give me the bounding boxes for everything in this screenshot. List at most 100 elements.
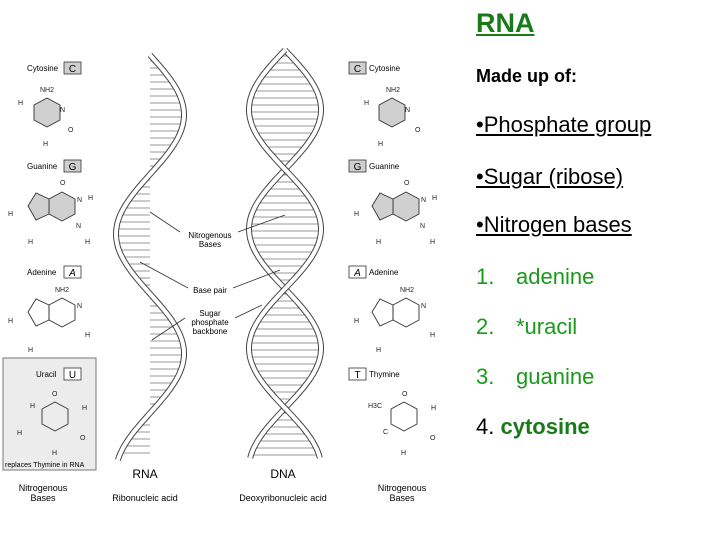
rna-backbone-strand-inner xyxy=(113,53,187,461)
atom-h: H xyxy=(376,347,381,354)
rna-dna-diagram: Cytosine C Guanine G Adenine A Uracil U … xyxy=(2,47,437,503)
atom-o: O xyxy=(415,127,421,134)
atom-h: H xyxy=(376,239,381,246)
atom-nh2: NH2 xyxy=(400,287,414,294)
atom-h: H xyxy=(52,450,57,457)
right-guanine-ring6 xyxy=(392,191,420,222)
atom-labels: NH2 H N O H O N H H N H H NH2 N H H H O … xyxy=(8,87,437,457)
atom-o: O xyxy=(60,180,66,187)
list-text: guanine xyxy=(516,364,595,389)
rna-notes-panel: RNA Made up of: •Phosphate group •Sugar … xyxy=(476,0,720,540)
rna-helix xyxy=(112,52,188,461)
bottom-rna-label: RNA xyxy=(132,467,157,481)
left-base-letter-g: G xyxy=(69,162,77,173)
bottom-rna-sublabel: Ribonucleic acid xyxy=(112,493,178,503)
atom-n: N xyxy=(60,107,65,114)
atom-h: H xyxy=(88,195,93,202)
left-guanine-ring6 xyxy=(48,191,76,222)
atom-n: N xyxy=(420,223,425,230)
atom-n: N xyxy=(76,223,81,230)
left-base-box-a xyxy=(63,265,82,279)
bullet-sugar: •Sugar (ribose) xyxy=(476,164,624,189)
atom-n: N xyxy=(421,303,426,310)
atom-h: H xyxy=(364,100,369,107)
list-number: 4. xyxy=(476,414,495,439)
right-base-name-guanine: Guanine xyxy=(369,162,400,171)
left-adenine-ring5 xyxy=(27,298,50,327)
atom-nh2: NH2 xyxy=(40,87,54,94)
atom-h: H xyxy=(85,332,90,339)
atom-nh2: NH2 xyxy=(386,87,400,94)
bottom-left-bases-line2: Bases xyxy=(30,493,56,503)
right-base-letter-c: C xyxy=(354,64,361,75)
list-text: cytosine xyxy=(500,414,590,439)
atom-h: H xyxy=(430,332,435,339)
left-base-letter-a: A xyxy=(68,268,76,279)
atom-n: N xyxy=(77,197,82,204)
atom-o: O xyxy=(404,180,410,187)
atom-h: H xyxy=(430,239,435,246)
right-base-name-thymine: Thymine xyxy=(369,370,400,379)
rna-backbone-strand xyxy=(112,52,188,461)
right-base-letter-g: G xyxy=(354,162,362,173)
callout-lines xyxy=(139,211,286,341)
left-base-name-cytosine: Cytosine xyxy=(27,64,59,73)
dna-helix xyxy=(245,47,325,459)
atom-n: N xyxy=(421,197,426,204)
left-cytosine-ring xyxy=(33,97,61,128)
right-adenine-ring5 xyxy=(371,298,394,327)
callout-backbone-line1: Sugar xyxy=(199,309,221,318)
list-number: 2. xyxy=(476,314,495,339)
atom-o: O xyxy=(430,435,436,442)
callout-line-nitrogenous-left xyxy=(149,211,181,233)
right-base-box-c xyxy=(348,61,367,75)
atom-o: O xyxy=(402,391,408,398)
callout-nitrogenous-line1: Nitrogenous xyxy=(188,231,231,240)
left-molecules xyxy=(27,97,76,432)
right-base-letter-t: T xyxy=(354,370,360,381)
list-item-cytosine: 4. cytosine xyxy=(476,414,590,440)
atom-h: H xyxy=(8,318,13,325)
atom-h: H xyxy=(432,195,437,202)
left-uracil-ring xyxy=(41,401,69,432)
right-cytosine-ring xyxy=(378,97,406,128)
callout-line-basepair-right xyxy=(232,269,281,289)
callout-nitrogenous-line2: Bases xyxy=(199,240,221,249)
bottom-dna-sublabel: Deoxyribonucleic acid xyxy=(239,493,327,503)
bottom-right-bases-line1: Nitrogenous xyxy=(378,483,427,493)
left-base-letter-u: U xyxy=(69,370,76,381)
atom-h: H xyxy=(43,141,48,148)
callout-line-nitrogenous-right xyxy=(237,214,286,233)
atom-h: H xyxy=(17,430,22,437)
right-adenine-ring6 xyxy=(392,297,420,328)
left-base-name-adenine: Adenine xyxy=(27,268,57,277)
atom-h: H xyxy=(378,141,383,148)
left-base-box-u xyxy=(63,367,82,381)
bottom-right-bases-line2: Bases xyxy=(389,493,415,503)
bullet-nitrogen-bases: •Nitrogen bases xyxy=(476,212,632,237)
right-base-box-g xyxy=(348,159,367,173)
right-base-name-adenine: Adenine xyxy=(369,268,399,277)
bottom-left-bases-line1: Nitrogenous xyxy=(19,483,68,493)
atom-h: H xyxy=(18,100,23,107)
atom-o: O xyxy=(80,435,86,442)
left-base-name-uracil: Uracil xyxy=(36,370,57,379)
callout-line-backbone-left xyxy=(151,317,186,341)
callout-backbone-line2: phosphate xyxy=(191,318,229,327)
dna-backbone-strand-2-inner xyxy=(246,48,324,459)
left-base-box-c xyxy=(63,61,82,75)
right-molecules xyxy=(371,97,420,432)
list-item-guanine: 3.guanine xyxy=(476,364,594,390)
atom-h: H xyxy=(8,211,13,218)
atom-h: H xyxy=(354,318,359,325)
right-guanine-ring5 xyxy=(371,192,394,221)
atom-c: C xyxy=(383,429,388,436)
list-text: adenine xyxy=(516,264,595,289)
right-base-name-cytosine: Cytosine xyxy=(369,64,401,73)
atom-h: H xyxy=(82,405,87,412)
atom-n: N xyxy=(77,303,82,310)
atom-h: H xyxy=(28,239,33,246)
right-base-letter-a: A xyxy=(353,268,361,279)
atom-h: H xyxy=(30,403,35,410)
left-adenine-ring6 xyxy=(48,297,76,328)
